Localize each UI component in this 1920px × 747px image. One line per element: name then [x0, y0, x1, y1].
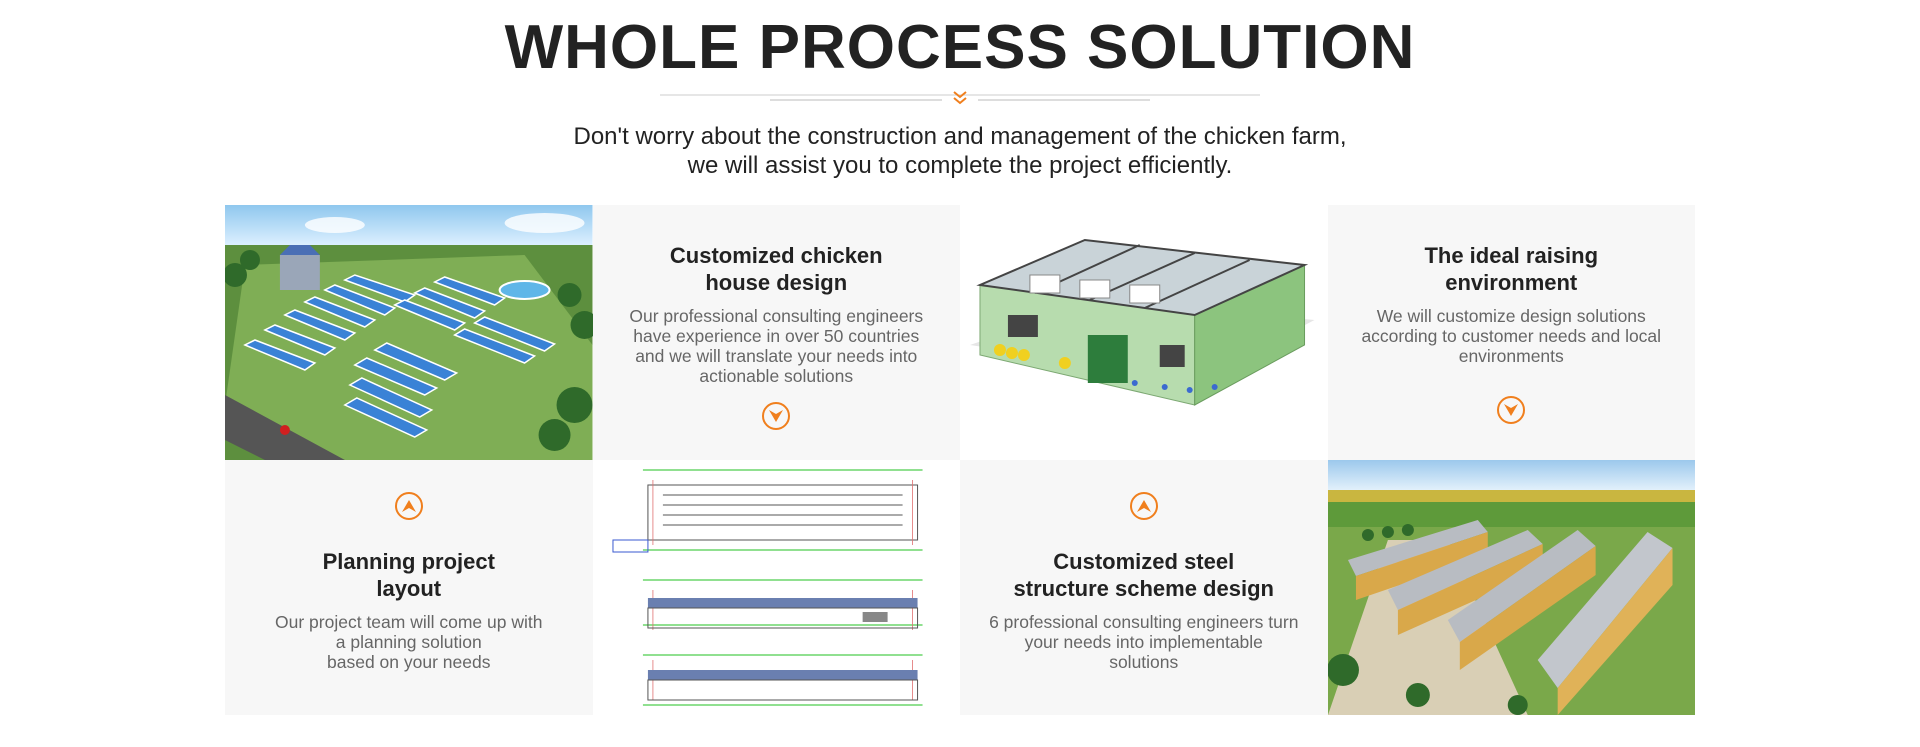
card-description: 6 professional consulting engineers turn…	[989, 612, 1299, 672]
cad-drawing-image	[592, 460, 960, 715]
chevron-down-circle-icon[interactable]	[1497, 396, 1526, 424]
card-title: Customized chicken house design	[669, 243, 883, 295]
chevron-up-circle-icon[interactable]	[394, 492, 423, 520]
card-chicken-house-design: Customized chicken house design Our prof…	[592, 205, 960, 460]
page-title: WHOLE PROCESS SOLUTION	[504, 13, 1416, 82]
chevron-down-circle-icon[interactable]	[762, 402, 791, 430]
subtitle-line-1: Don't worry about the construction and m…	[573, 123, 1347, 150]
card-description: We will customize design solutions accor…	[1361, 306, 1662, 366]
card-ideal-environment: The ideal raising environment We will cu…	[1327, 205, 1695, 460]
card-title: Customized steel structure scheme design	[1013, 549, 1274, 601]
subtitle-line-2: we will assist you to complete the proje…	[687, 152, 1233, 179]
section-divider	[660, 91, 1260, 105]
page-subtitle: Don't worry about the construction and m…	[0, 122, 1920, 180]
card-title: Planning project layout	[322, 549, 495, 601]
card-steel-structure-design: Customized steel structure scheme design…	[960, 460, 1328, 715]
farm-aerial-image	[225, 205, 593, 460]
card-title: The ideal raising environment	[1424, 243, 1599, 295]
farm-houses-image	[1327, 460, 1695, 715]
chevron-up-circle-icon[interactable]	[1129, 492, 1158, 520]
solution-grid: Customized chicken house design Our prof…	[225, 205, 1695, 715]
chicken-house-render-image	[960, 205, 1328, 460]
card-description: Our project team will come up with a pla…	[275, 612, 543, 672]
card-planning-layout: Planning project layout Our project team…	[225, 460, 593, 715]
card-description: Our professional consulting engineers ha…	[629, 306, 924, 386]
